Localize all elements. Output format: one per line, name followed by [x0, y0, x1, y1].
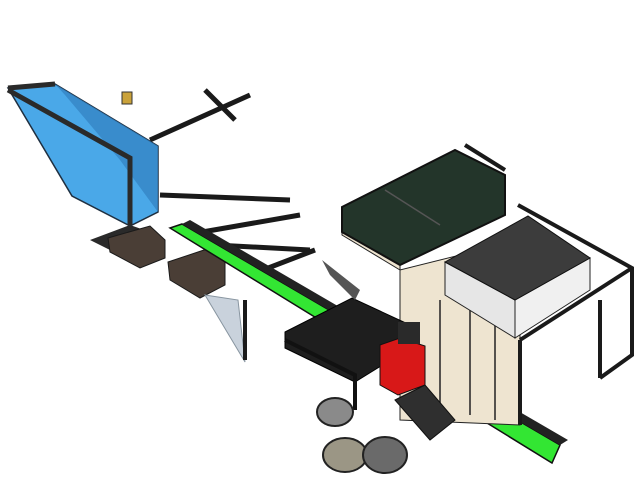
table-frame [284, 338, 357, 410]
motor-lower [322, 437, 368, 473]
cabinet-dividers [439, 300, 496, 420]
bin-left [107, 225, 166, 269]
cabinet-top-enclosure [341, 148, 506, 267]
red-block-cap [398, 322, 420, 344]
right-frame [463, 143, 634, 425]
lower-conveyor [394, 384, 456, 441]
hopper-side-panel [55, 84, 158, 212]
motor-upper [316, 397, 354, 427]
cover-box-top [443, 215, 591, 301]
feeder-chute [322, 260, 360, 300]
chute-panel [204, 294, 246, 363]
gearbox [362, 436, 408, 474]
cabinet-top-divider [384, 189, 441, 226]
sensor-cup [121, 91, 133, 105]
hopper-frame [6, 87, 133, 225]
red-block [379, 337, 426, 396]
hopper-frame-top [7, 81, 56, 91]
